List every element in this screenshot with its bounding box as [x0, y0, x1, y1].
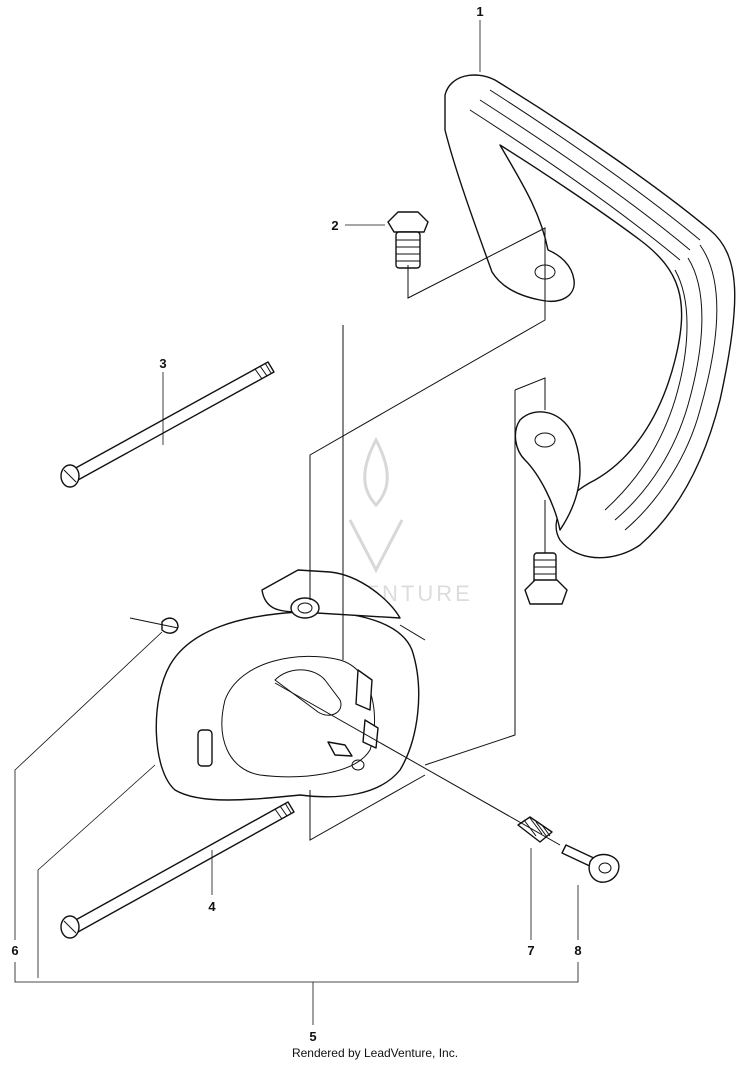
long-screw-upper-part[interactable] — [60, 361, 275, 488]
callout-4[interactable]: 4 — [208, 899, 216, 914]
front-handle-part[interactable] — [444, 74, 736, 559]
callout-leaders — [14, 20, 579, 1025]
callout-7[interactable]: 7 — [527, 943, 534, 958]
handle-housing-part[interactable] — [155, 569, 420, 801]
long-screw-lower-part[interactable] — [60, 801, 295, 939]
footer-credit: Rendered by LeadVenture, Inc. — [291, 1046, 459, 1060]
callout-2[interactable]: 2 — [331, 218, 338, 233]
callout-1[interactable]: 1 — [476, 4, 483, 19]
callout-3[interactable]: 3 — [159, 356, 166, 371]
assembly-lines — [129, 227, 561, 846]
lower-bolt-part[interactable] — [524, 552, 568, 605]
bolt-part[interactable] — [387, 211, 429, 269]
callout-6[interactable]: 6 — [11, 943, 18, 958]
callout-8[interactable]: 8 — [574, 943, 581, 958]
spring-part[interactable] — [517, 816, 553, 843]
callout-5[interactable]: 5 — [309, 1029, 316, 1044]
pin-part[interactable] — [561, 844, 620, 883]
